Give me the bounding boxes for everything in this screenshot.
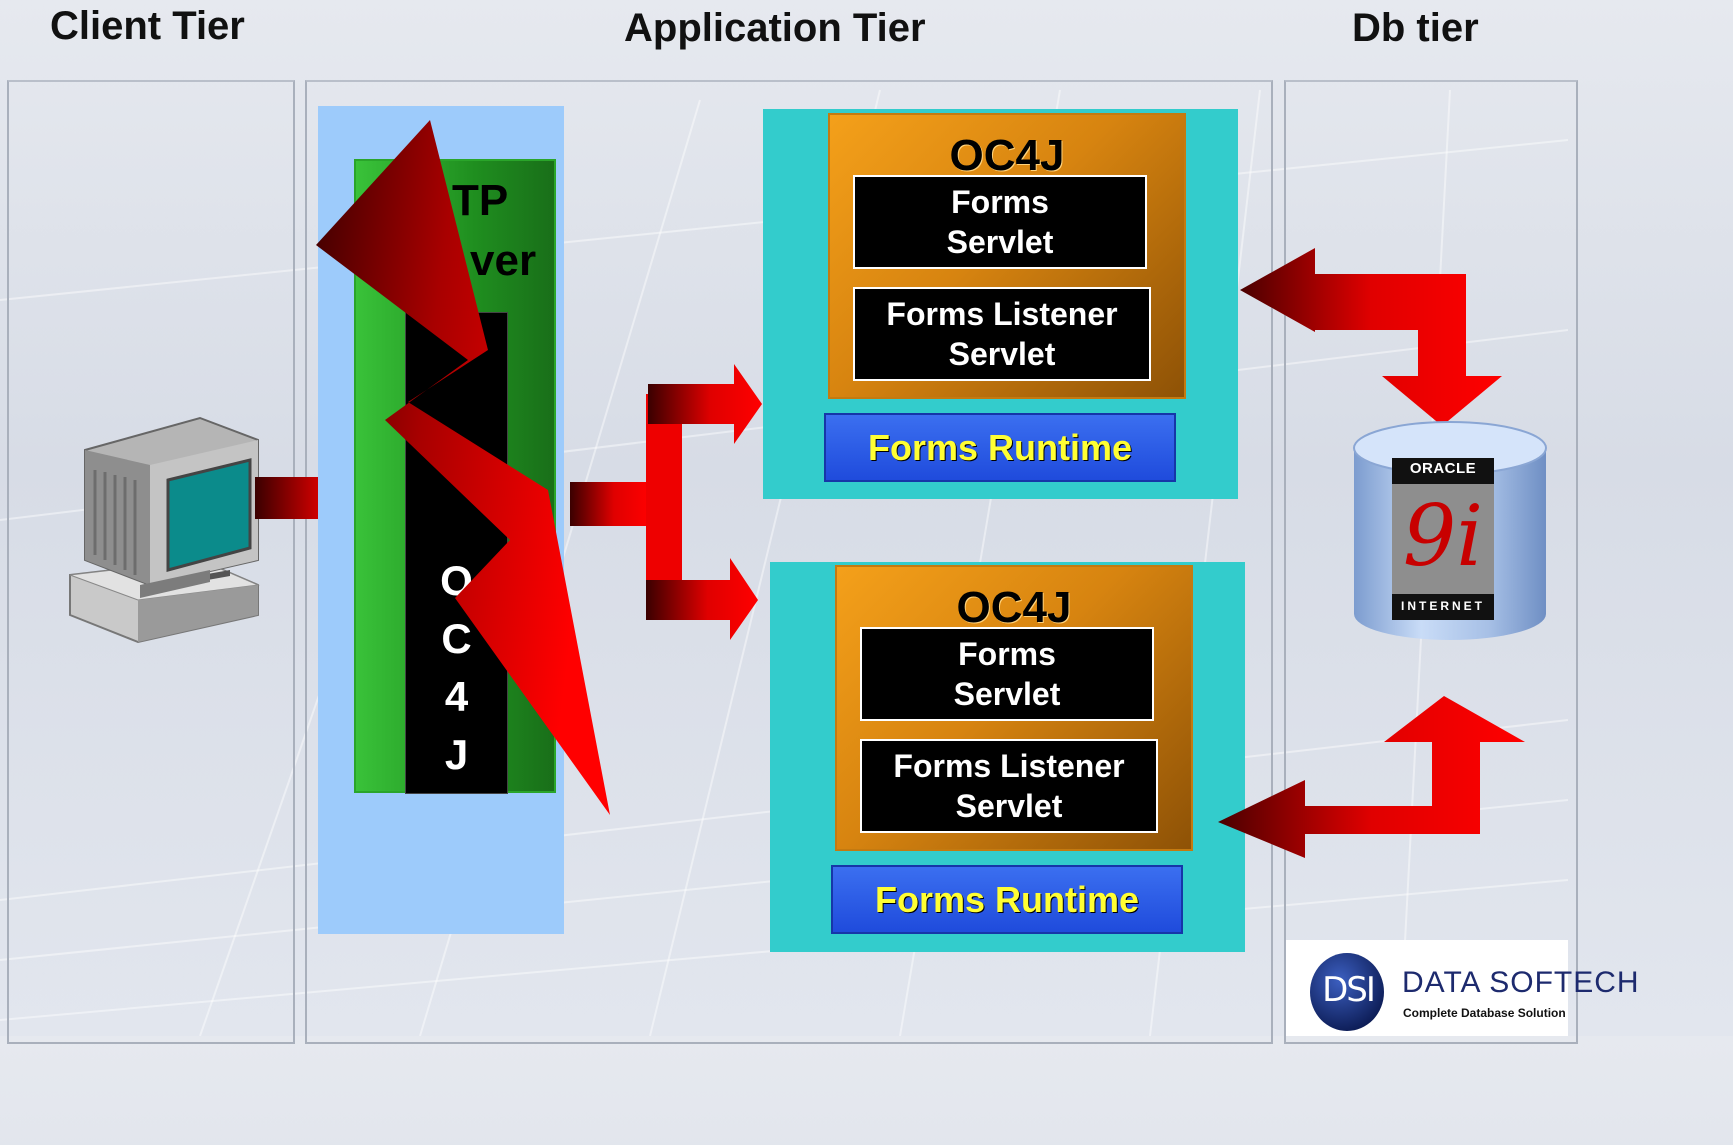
oc4j-vertical-box: O C 4 J	[405, 312, 508, 794]
application-tier-panel	[305, 80, 1273, 1044]
data-softech-logo: DSI DATA SOFTECH Complete Database Solut…	[1286, 940, 1639, 1036]
forms-listener-servlet-1: Forms Listener Servlet	[853, 287, 1151, 381]
application-tier-title: Application Tier	[624, 6, 926, 50]
db-tier-panel	[1284, 80, 1578, 1044]
db-connection-arrows	[1218, 248, 1525, 858]
forms-servlet-2-label: Forms Servlet	[953, 636, 1061, 712]
oracle-database-icon	[1353, 421, 1547, 640]
oracle-edition-label: INTERNET	[1401, 599, 1485, 613]
forms-servlet-1: Forms Servlet	[853, 175, 1147, 269]
client-tier-title: Client Tier	[50, 4, 245, 48]
lightning-bolt-icon	[316, 120, 610, 815]
oc4j-letter-c: C	[441, 615, 472, 662]
oracle-brand-label: ORACLE	[1409, 460, 1477, 477]
http-server-label-fragment-2: ver	[470, 236, 537, 285]
client-computer-icon	[69, 416, 260, 644]
oc4j-letter-4: 4	[444, 673, 469, 720]
forms-runtime-1-label: Forms Runtime	[867, 426, 1133, 468]
dsi-logo-text: DSI	[1322, 970, 1376, 1010]
forms-runtime-1: Forms Runtime	[824, 413, 1176, 482]
client-tier-panel	[7, 80, 295, 1044]
forms-listener-servlet-2-label: Forms Listener Servlet	[893, 748, 1125, 824]
oc4j-instance-1-title: OC4J	[949, 131, 1065, 180]
forms-servlet-2: Forms Servlet	[860, 627, 1154, 721]
oracle-version-label: 9i	[1402, 487, 1484, 585]
forms-runtime-2-label: Forms Runtime	[874, 878, 1140, 920]
data-softech-name: DATA SOFTECH	[1402, 966, 1640, 999]
forms-listener-servlet-1-label: Forms Listener Servlet	[886, 296, 1118, 372]
http-to-oc4j-arrows	[570, 364, 762, 640]
forms-servlet-1-label: Forms Servlet	[946, 184, 1054, 260]
dsi-logo-mark	[1310, 953, 1384, 1031]
oc4j-letter-j: J	[444, 731, 469, 778]
forms-runtime-2: Forms Runtime	[831, 865, 1183, 934]
http-server-label-fragment-1: TP	[452, 176, 509, 225]
data-softech-tagline: Complete Database Solution	[1403, 1006, 1566, 1020]
oc4j-instance-2-title: OC4J	[956, 583, 1072, 632]
db-tier-title: Db tier	[1352, 6, 1479, 50]
forms-listener-servlet-2: Forms Listener Servlet	[860, 739, 1158, 833]
